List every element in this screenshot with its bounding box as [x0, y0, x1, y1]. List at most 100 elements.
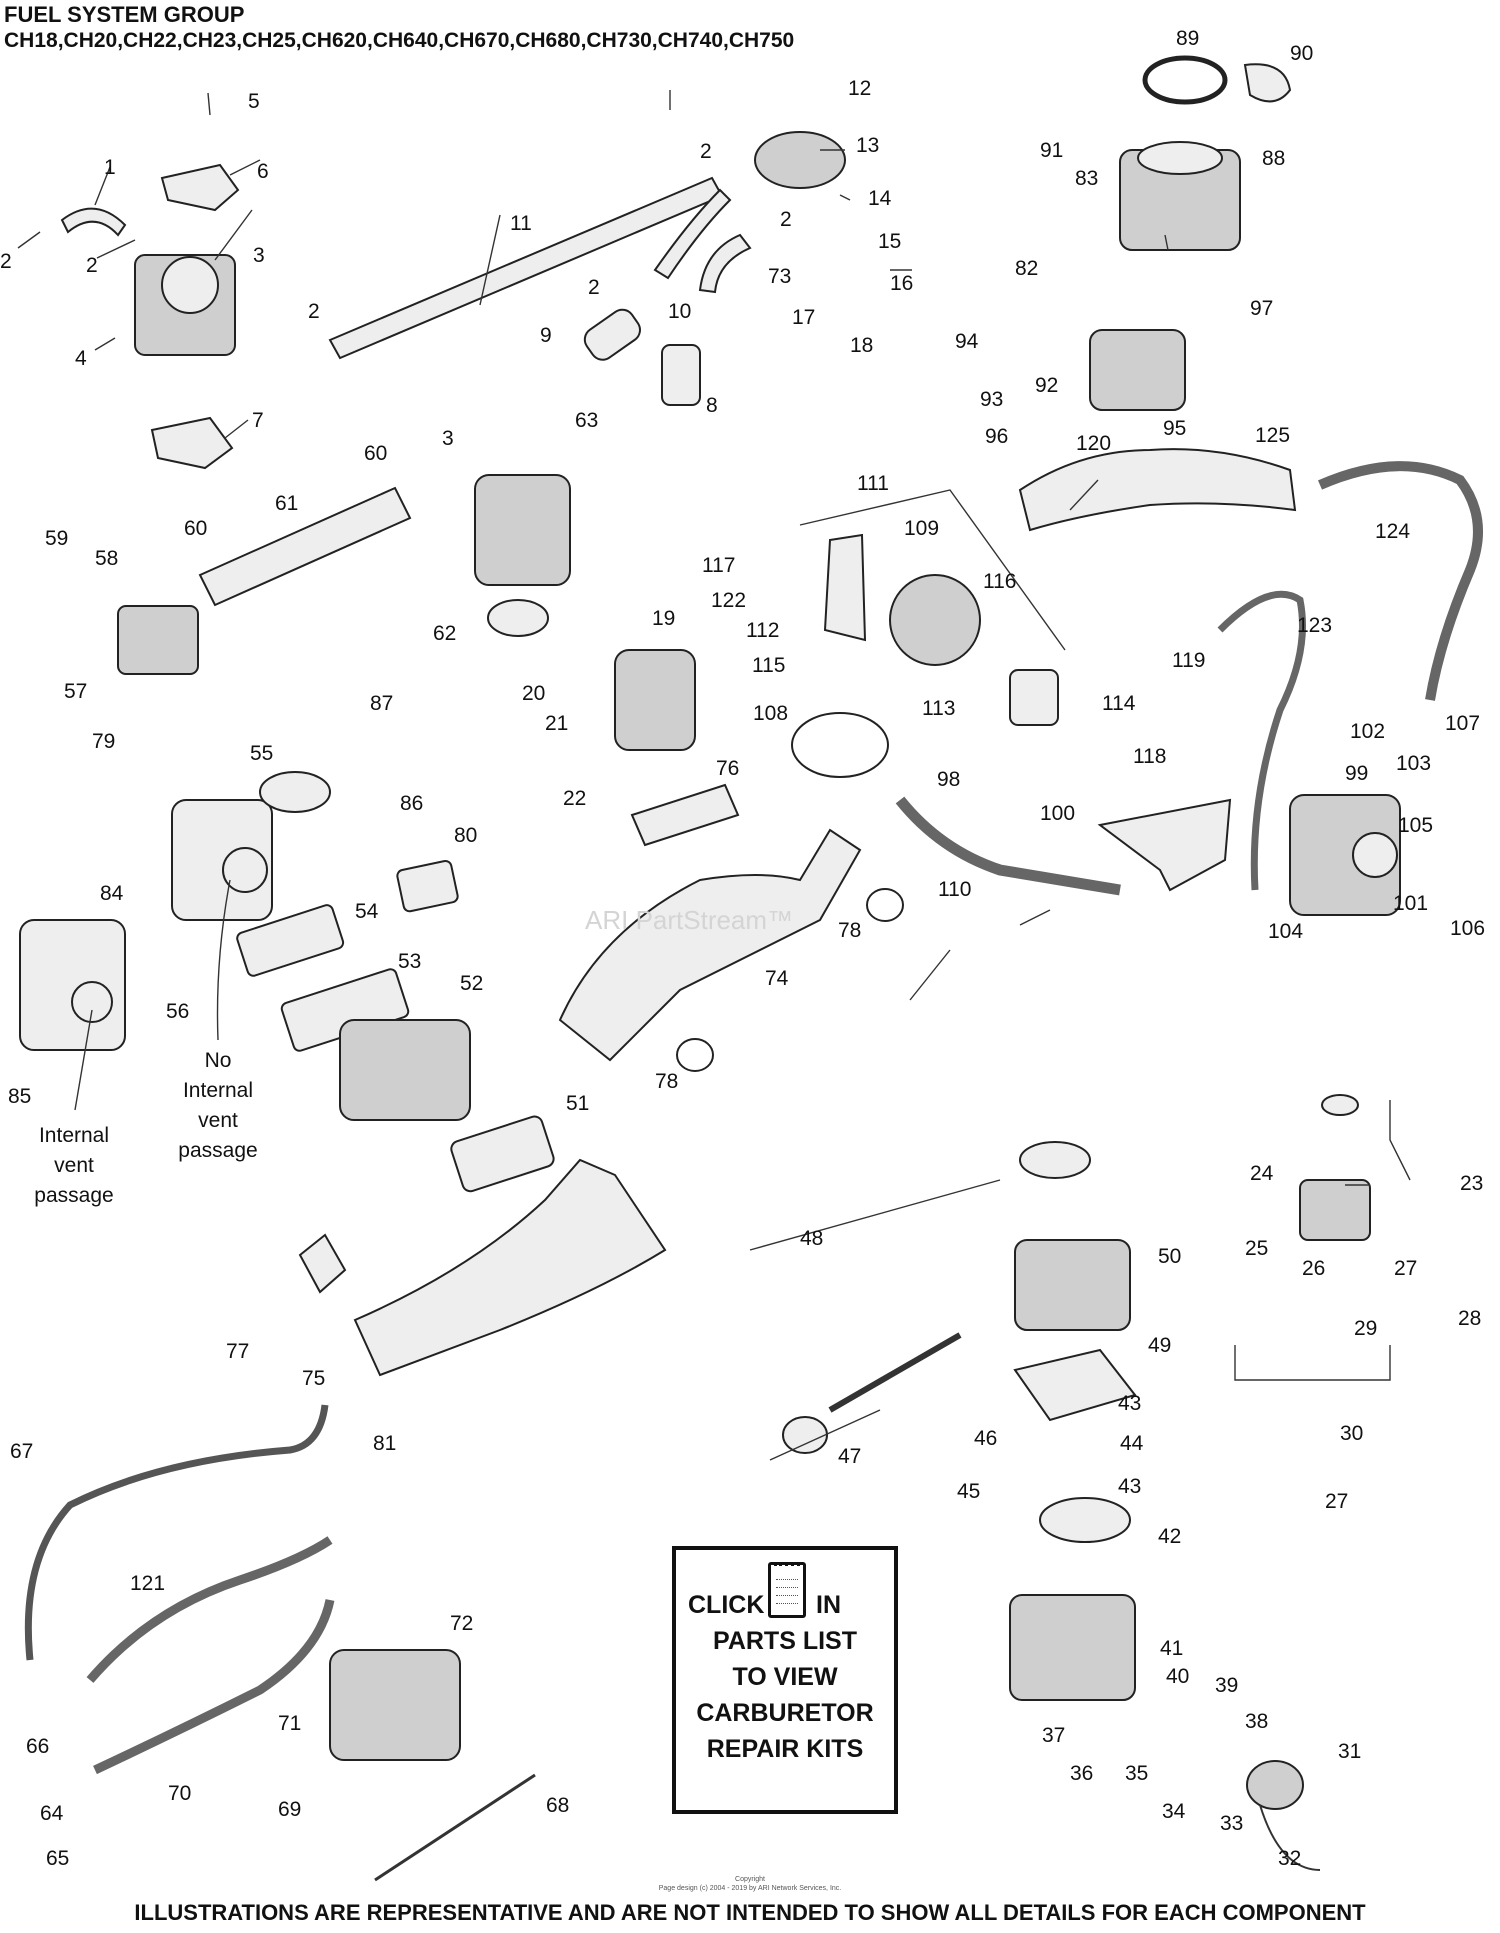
callout-102: 102: [1350, 720, 1385, 743]
page-title: FUEL SYSTEM GROUP: [4, 2, 245, 27]
callout-2: 2: [588, 276, 600, 299]
callout-66: 66: [26, 1735, 49, 1758]
callout-59: 59: [45, 527, 68, 550]
callout-9: 9: [540, 324, 552, 347]
intake-manifold-125: [1018, 448, 1297, 532]
callout-72: 72: [450, 1612, 473, 1635]
callout-80: 80: [454, 824, 477, 847]
callout-18: 18: [850, 334, 873, 357]
callout-7: 7: [252, 409, 264, 432]
gasket-49: [1013, 1348, 1137, 1422]
callout-2: 2: [780, 208, 792, 231]
carburetor-repair-kit-notice[interactable]: CLICK IN PARTS LIST TO VIEW CARBURETOR R…: [672, 1546, 898, 1814]
callout-110: 110: [938, 878, 971, 901]
callout-32: 32: [1278, 1847, 1301, 1870]
callout-40: 40: [1166, 1665, 1189, 1688]
callout-118: 118: [1133, 745, 1166, 768]
callout-57: 57: [64, 680, 87, 703]
callout-78: 78: [655, 1070, 678, 1093]
kit-notice-click: CLICK: [688, 1591, 765, 1619]
callout-43: 43: [1118, 1392, 1141, 1415]
callout-8: 8: [706, 394, 718, 417]
callout-93: 93: [980, 388, 1003, 411]
fuel-hose-66: [93, 1599, 335, 1775]
callout-48: 48: [800, 1227, 823, 1250]
throttle-body-3: [474, 474, 571, 586]
callout-12: 12: [848, 77, 871, 100]
callout-43: 43: [1118, 1475, 1141, 1498]
callout-16: 16: [890, 272, 913, 295]
callout-17: 17: [792, 306, 815, 329]
model-list: CH18,CH20,CH22,CH23,CH25,CH620,CH640,CH6…: [4, 29, 795, 52]
parts-list-notepad-icon: [768, 1562, 806, 1618]
callout-2: 2: [308, 300, 320, 323]
callout-84: 84: [100, 882, 124, 905]
svg-text:passage: passage: [178, 1139, 257, 1162]
fuel-pump-104: [1289, 794, 1401, 916]
gasket-62: [487, 599, 549, 637]
callout-85: 85: [8, 1085, 31, 1108]
fuel-hose-123: [1217, 590, 1306, 891]
callout-10: 10: [668, 300, 691, 323]
fuel-pump-13: [754, 131, 846, 189]
fuel-hose-124: [1317, 461, 1483, 701]
callout-83: 83: [1075, 167, 1098, 190]
callout-73: 73: [768, 265, 791, 288]
callout-88: 88: [1262, 147, 1285, 170]
callout-100: 100: [1040, 802, 1075, 825]
throttle-body-52: [339, 1019, 471, 1121]
carburetor-3-bore: [161, 256, 219, 314]
callout-15: 15: [878, 230, 901, 253]
callout-60: 60: [184, 517, 207, 540]
adapter-85: [19, 919, 126, 1051]
callout-91: 91: [1040, 139, 1063, 162]
leader-lines: [17, 90, 1411, 1461]
callout-75: 75: [302, 1367, 325, 1390]
callout-50: 50: [1158, 1245, 1181, 1268]
diaphragm-23: [1321, 1094, 1359, 1116]
solenoid-116: [889, 574, 981, 666]
callout-35: 35: [1125, 1762, 1148, 1785]
solenoid-32: [1246, 1760, 1304, 1810]
callout-113: 113: [922, 697, 955, 720]
fuel-hose-73: [698, 233, 752, 294]
clamp-89: [1142, 55, 1228, 105]
callout-29: 29: [1354, 1317, 1377, 1340]
callout-94: 94: [955, 330, 979, 353]
callout-77: 77: [226, 1340, 249, 1363]
gasket-51: [450, 1115, 555, 1193]
callout-63: 63: [575, 409, 598, 432]
callout-96: 96: [985, 425, 1008, 448]
intake-manifold-74: [558, 828, 862, 1062]
svg-text:No: No: [205, 1049, 232, 1072]
bracket-112: [823, 533, 867, 642]
callout-103: 103: [1396, 752, 1431, 775]
callout-44: 44: [1120, 1432, 1144, 1455]
gasket-6: [160, 163, 240, 212]
callout-1: 1: [104, 156, 116, 179]
callout-69: 69: [278, 1798, 301, 1821]
callout-62: 62: [433, 622, 456, 645]
callout-46: 46: [974, 1427, 997, 1450]
air-cleaner-base-88-inlet: [1137, 141, 1223, 175]
callout-2: 2: [700, 140, 712, 163]
callout-64: 64: [40, 1802, 64, 1825]
kit-notice-to-view: TO VIEW: [732, 1663, 838, 1691]
gasket-7: [150, 416, 234, 470]
callout-37: 37: [1042, 1724, 1065, 1747]
svg-text:Internal: Internal: [39, 1124, 109, 1147]
air-element-57: [117, 605, 199, 675]
kit-notice-carburetor: CARBURETOR: [696, 1699, 874, 1727]
callout-81: 81: [373, 1432, 396, 1455]
fuel-hose-110: [895, 796, 1121, 896]
svg-text:vent: vent: [54, 1154, 94, 1177]
callout-124: 124: [1375, 520, 1410, 543]
bracket-100: [1097, 798, 1232, 892]
callout-55: 55: [250, 742, 273, 765]
gasket-80: [396, 859, 459, 913]
callout-70: 70: [168, 1782, 191, 1805]
callout-117: 117: [702, 554, 735, 577]
callout-24: 24: [1250, 1162, 1274, 1185]
callout-116: 116: [983, 570, 1016, 593]
callout-56: 56: [166, 1000, 189, 1023]
